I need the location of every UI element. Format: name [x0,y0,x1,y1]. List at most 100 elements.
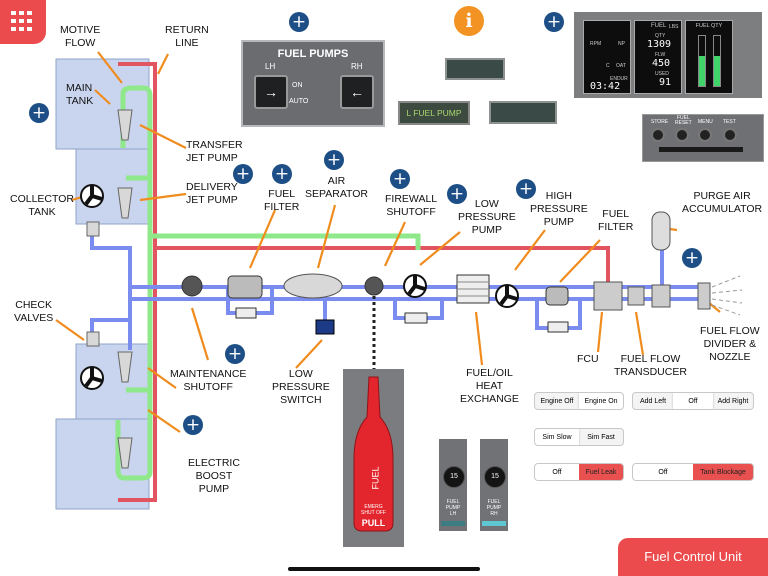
fuel-filter-2 [545,286,569,333]
info-plus-button[interactable]: + [447,184,467,204]
rh-pump-switch[interactable]: ← [340,75,374,109]
lh-label: LH [265,62,276,71]
fuel-leak-option[interactable]: Fuel Leak [579,464,623,480]
boost-pump-fans [80,184,104,390]
add-off-option[interactable]: Off [673,393,713,409]
tank-blockage-off-option[interactable]: Off [633,464,693,480]
sim-slow-option[interactable]: Sim Slow [535,429,579,445]
lbs-label: LBS [669,24,679,30]
add-right-option[interactable]: Add Right [717,397,749,405]
info-plus-button[interactable]: + [233,164,253,184]
engine-display-panel: RPM NP C OAT ENDUR 03:42 FUEL LBS QTY 13… [574,12,762,98]
lower-main-tank [55,418,150,510]
rpm-label: RPM [590,41,602,47]
fuel-reset-label: FUEL RESET [675,115,692,126]
label-purge-air-accumulator: PURGE AIR ACCUMULATOR [682,190,763,215]
info-plus-button[interactable]: + [183,415,203,435]
label-transfer-jet-pump: TRANSFER JET PUMP [186,139,243,164]
heat-exchanger [456,274,490,304]
breaker-rh-stripe [482,521,506,526]
info-plus-button[interactable]: + [544,12,564,32]
arrow-left-icon: ← [350,84,364,100]
info-plus-button[interactable]: + [516,179,536,199]
label-fuel-flow-transducer: FUEL FLOW TRANSDUCER [614,353,687,378]
endur-label: ENDUR [610,76,628,82]
label-check-valves: CHECK VALVES [14,299,54,324]
fcu-box [593,281,623,311]
info-plus-button[interactable]: + [225,344,245,364]
panel-slot [659,147,743,152]
eis-control-panel: STORE FUEL RESET MENU TEST [642,114,764,162]
fuel-pumps-panel: FUEL PUMPS LH RH ON AUTO → ← [241,40,385,127]
engine-toggle: Engine Off Engine On [534,392,624,410]
info-button[interactable]: i [454,6,484,36]
label-firewall-shutoff: FIREWALL SHUTOFF [385,193,438,218]
info-plus-button[interactable]: + [324,150,344,170]
info-plus-button[interactable]: + [272,164,292,184]
divider-box [651,284,671,308]
info-plus-button[interactable]: + [289,12,309,32]
on-label: ON [292,82,303,89]
breaker-rh[interactable]: 15 FUEL PUMP RH [480,439,508,531]
auto-label: AUTO [289,98,309,105]
sim-speed-toggle: Sim Slow Sim Fast [534,428,624,446]
maintenance-shutoff-valve [181,275,203,297]
leader-lines [55,51,721,433]
breaker-rh-knob: 15 [484,466,506,488]
footer-title-bar: Fuel Control Unit [618,538,768,576]
annunciator-l-fuel-pump: L FUEL PUMP [398,101,470,125]
low-pressure-pump [403,274,428,324]
label-fuel-filter-1: FUEL FILTER [264,188,300,213]
fuel-label: FUEL [651,23,667,29]
fuel-qty-bar-left [698,35,706,87]
tank-blockage-toggle: Off Tank Blockage [632,463,754,481]
fuel-leak-toggle: Off Fuel Leak [534,463,624,481]
nozzle-box [697,282,711,310]
fuel-flow-transducer-box [627,286,645,306]
store-label: STORE [651,119,669,125]
label-fuel-flow-divider: FUEL FLOW DIVIDER & NOZZLE [700,325,760,363]
breaker-lh-knob: 15 [443,466,465,488]
home-indicator[interactable] [288,567,480,571]
fuel-filter-1 [227,275,263,319]
store-button[interactable] [651,128,665,142]
test-button[interactable] [723,128,737,142]
np-label: NP [618,41,625,47]
menu-button[interactable] [698,128,712,142]
fuel-pumps-title: FUEL PUMPS [277,48,349,60]
emergency-shutoff-panel: FUEL EMERG SHUT OFF PULL [343,369,404,547]
fuel-qty-title: FUEL QTY [695,23,723,29]
info-icon: i [465,10,473,32]
breaker-lh[interactable]: 15 FUEL PUMP LH [439,439,467,531]
engine-off-option[interactable]: Engine Off [540,397,574,405]
label-maintenance-shutoff: MAINTENANCE SHUTOFF [170,368,247,393]
flw-label: FLW [655,52,666,58]
handle-pull-text: PULL [361,518,386,528]
label-high-pressure-pump: HIGH PRESSURE PUMP [530,190,588,228]
purge-air-accumulator [651,211,671,251]
label-return-line: RETURN LINE [165,24,209,49]
fuel-shutoff-handle[interactable] [343,369,404,547]
handle-fuel-text: FUEL [370,466,381,490]
l-fuel-pump-text: L FUEL PUMP [406,108,462,118]
annunciator-blank [445,58,505,80]
label-fuel-oil-heat-exchange: FUEL/OIL HEAT EXCHANGE [460,367,519,405]
label-electric-boost-pump: ELECTRIC BOOST PUMP [188,457,240,495]
engine-on-option[interactable]: Engine On [579,393,623,409]
info-plus-button[interactable]: + [29,103,49,123]
footer-title: Fuel Control Unit [644,549,742,564]
sim-fast-option[interactable]: Sim Fast [587,433,615,441]
lh-pump-switch[interactable]: → [254,75,288,109]
fuel-reset-button[interactable] [675,128,689,142]
menu-label: MENU [698,119,713,125]
info-plus-button[interactable]: + [682,248,702,268]
label-motive-flow: MOTIVE FLOW [60,24,101,49]
fuel-leak-off-option[interactable]: Off [535,464,579,480]
app-menu-button[interactable] [0,0,46,44]
test-label: TEST [723,119,736,125]
tank-blockage-option[interactable]: Tank Blockage [693,464,753,480]
info-plus-button[interactable]: + [390,169,410,189]
flw-value: 450 [652,58,671,69]
add-left-option[interactable]: Add Left [639,397,667,405]
